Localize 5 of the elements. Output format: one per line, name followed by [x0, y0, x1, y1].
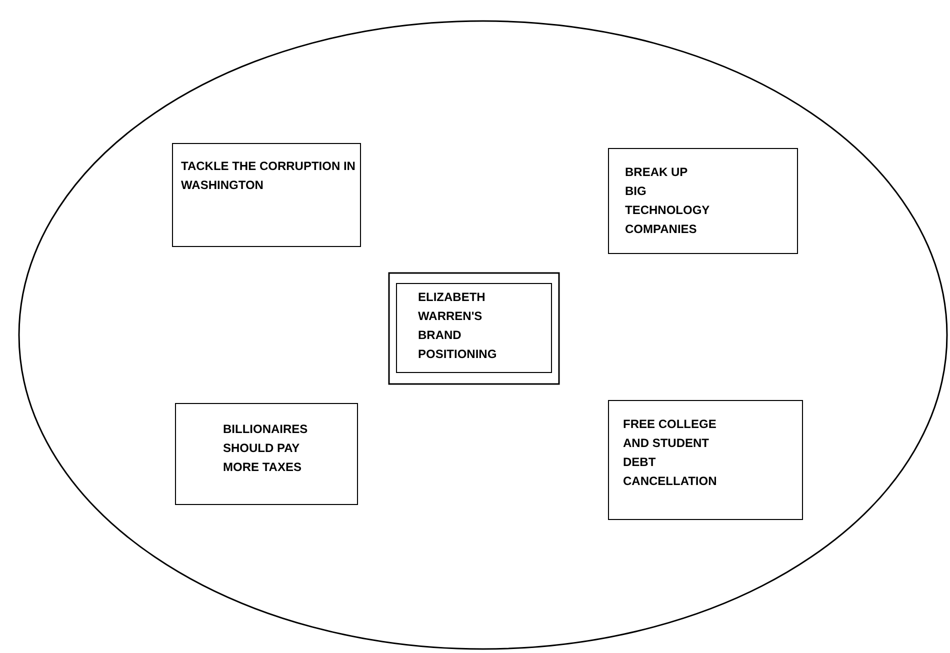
box-label: ELIZABETH WARREN'S BRAND POSITIONING: [418, 289, 498, 363]
box-label: BILLIONAIRES SHOULD PAY MORE TAXES: [223, 421, 309, 476]
box-label: FREE COLLEGE AND STUDENT DEBT CANCELLATION: [623, 416, 718, 490]
box-label: TACKLE THE CORRUPTION IN WASHINGTON: [181, 158, 356, 194]
box-label: BREAK UP BIG TECHNOLOGY COMPANIES: [625, 164, 710, 238]
